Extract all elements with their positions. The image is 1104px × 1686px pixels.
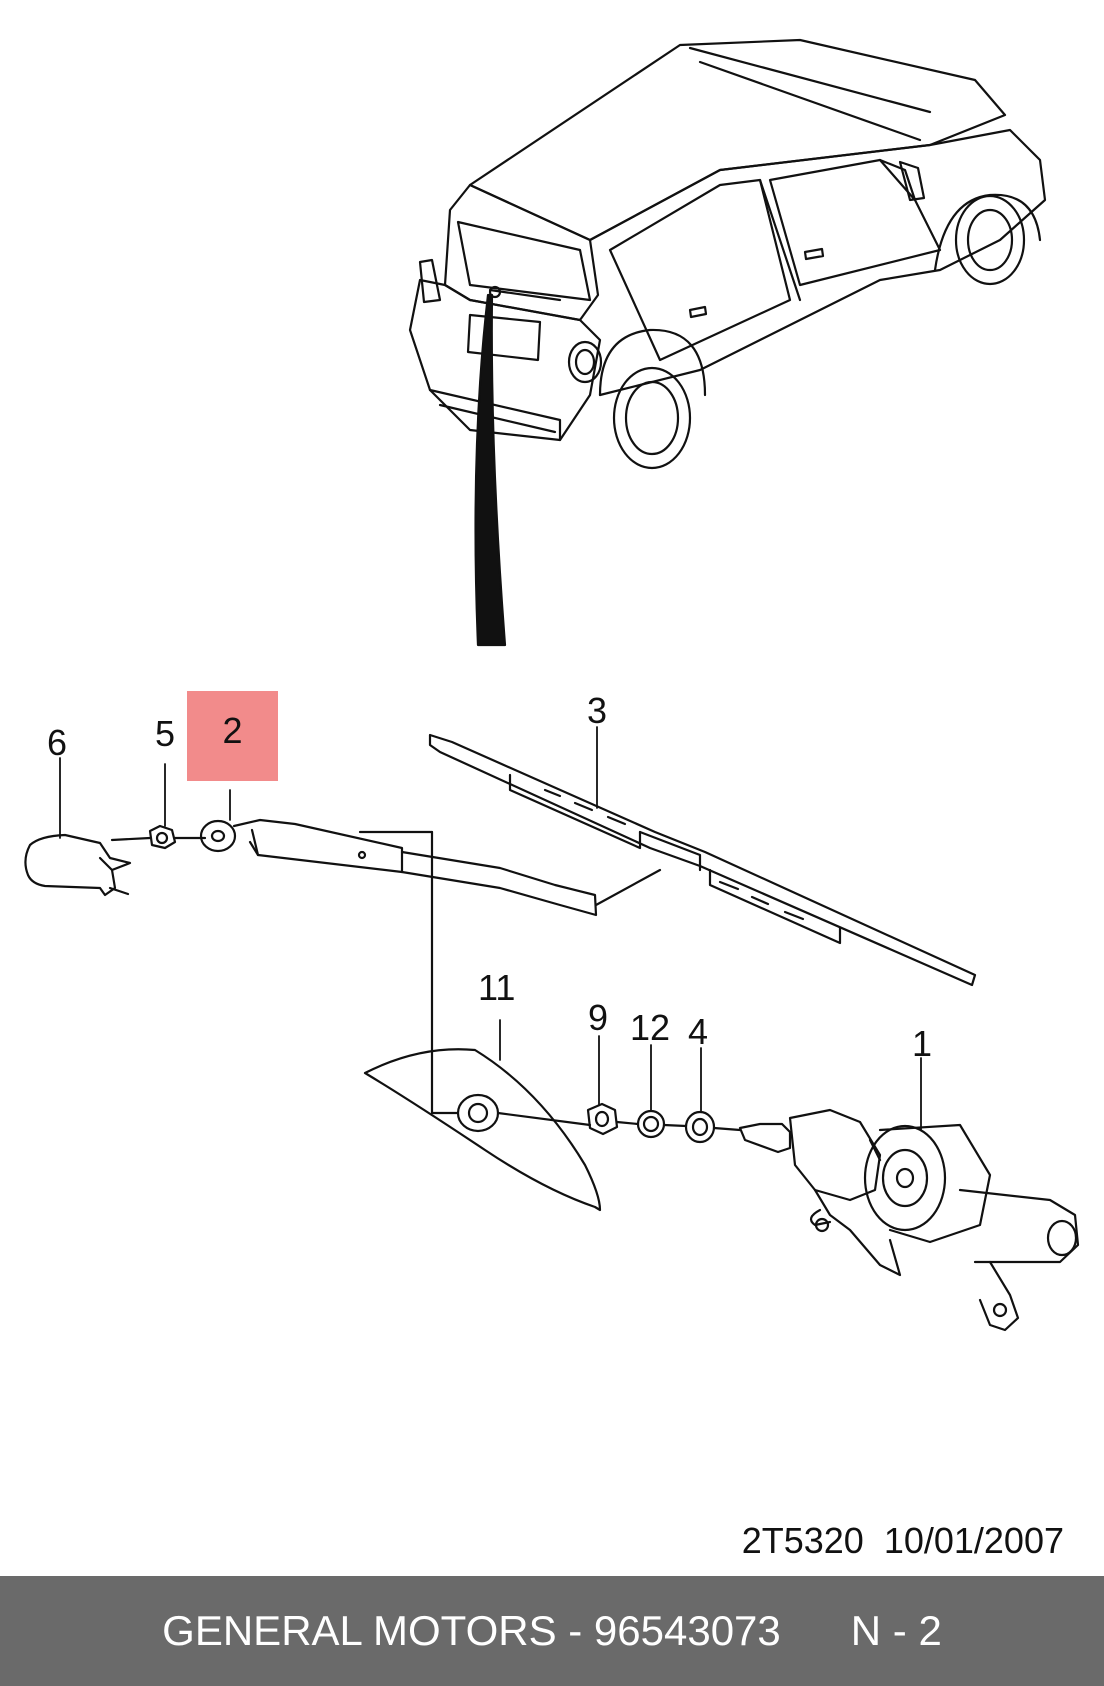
part-11-cover <box>363 1048 602 1212</box>
highlight-box <box>187 691 278 781</box>
callout-12: 12 <box>630 1007 671 1048</box>
callout-1: 1 <box>912 1023 933 1064</box>
reference-code: 2T5320 <box>741 1520 864 1561</box>
reference-date: 10/01/2007 <box>883 1520 1064 1561</box>
callout-9: 9 <box>588 997 609 1038</box>
part-12-washer <box>636 1109 666 1139</box>
callout-3: 3 <box>587 690 608 731</box>
leader-lines <box>59 726 922 1131</box>
callout-6: 6 <box>47 722 68 763</box>
part-6-cap <box>24 833 132 897</box>
callout-5: 5 <box>155 713 176 754</box>
part-5-nut <box>148 824 177 850</box>
pointer-line <box>474 293 507 647</box>
diagram-reference: 2T5320 10/01/2007 <box>742 1520 1064 1562</box>
callout-11: 11 <box>478 967 516 1008</box>
part-4-bushing <box>684 1110 716 1144</box>
callout-2: 2 <box>222 710 243 751</box>
footer-bar: GENERAL MOTORS - 96543073 N - 2 <box>0 1576 1104 1686</box>
callout-4: 4 <box>688 1011 709 1052</box>
footer-page: N - 2 <box>850 1607 942 1654</box>
part-3-wiper-blade <box>428 733 977 987</box>
footer-part-number: GENERAL MOTORS - 96543073 <box>162 1607 781 1654</box>
part-9-hex-nut <box>586 1102 619 1136</box>
part-2-wiper-arm <box>199 818 598 917</box>
car-illustration <box>408 38 1047 470</box>
license-plate <box>466 313 542 362</box>
part-1-wiper-motor <box>738 1108 1080 1332</box>
